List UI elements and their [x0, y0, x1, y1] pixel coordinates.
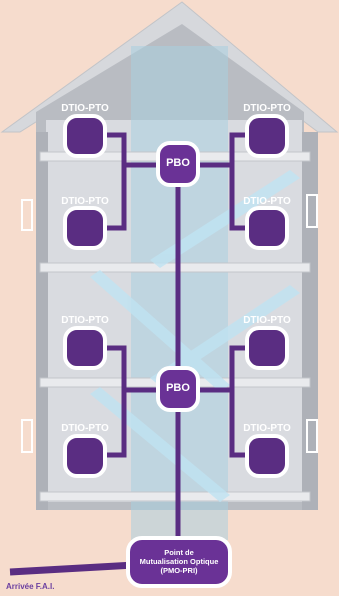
dtio-pto-label: DTIO-PTO: [61, 196, 109, 207]
fiber-branch: [100, 390, 127, 458]
staircase: [90, 170, 300, 502]
dtio-pto-outlets: [63, 114, 289, 478]
dtio-pto-outlet: [63, 114, 107, 158]
pbo-box-upper: [156, 141, 200, 187]
pbo-label-upper: PBO: [166, 157, 190, 169]
dtio-pto-outlet: [63, 206, 107, 250]
dtio-pto-label: DTIO-PTO: [243, 103, 291, 114]
dtio-pto-outlet: [245, 326, 289, 370]
window-frame-right-bottom: [306, 419, 318, 453]
dtio-pto-outlet: [245, 434, 289, 478]
fiber-branch: [100, 345, 160, 393]
dtio-pto-label: DTIO-PTO: [243, 315, 291, 326]
pmo-label-line3: (PMO-PRI): [160, 566, 198, 575]
fiber-branch: [196, 132, 255, 168]
pmo-label-line2: Mutualisation Optique: [139, 557, 219, 566]
dtio-pto-label: DTIO-PTO: [61, 103, 109, 114]
pbo-box-lower: [156, 366, 200, 412]
floor-slab: [39, 262, 311, 273]
dtio-pto-outlet: [63, 326, 107, 370]
pbo-label-lower: PBO: [166, 382, 190, 394]
dtio-pto-label: DTIO-PTO: [243, 423, 291, 434]
window-frame-right-top: [306, 194, 318, 228]
dtio-pto-label: DTIO-PTO: [61, 315, 109, 326]
fiber-branch: [100, 132, 160, 168]
pmo-label: Point de Mutualisation Optique (PMO-PRI): [134, 548, 224, 575]
pmo-box: [126, 536, 232, 588]
dtio-pto-outlet: [63, 434, 107, 478]
dtio-pto-outlet: [245, 114, 289, 158]
pmo-label-line1: Point de: [164, 548, 194, 557]
fiber-arrival: [9, 561, 135, 576]
wall-left: [36, 132, 48, 510]
window-frame-left-bottom: [21, 419, 33, 453]
floor-slab: [39, 491, 311, 502]
fiber-branch: [196, 345, 255, 393]
dtio-pto-label: DTIO-PTO: [243, 196, 291, 207]
window-frame-left-top: [21, 199, 33, 231]
dtio-pto-outlet: [245, 206, 289, 250]
fiber-branch: [100, 165, 127, 231]
arrival-label: Arrivée F.A.I.: [6, 582, 55, 591]
wall-right: [302, 132, 318, 510]
dtio-pto-label: DTIO-PTO: [61, 423, 109, 434]
